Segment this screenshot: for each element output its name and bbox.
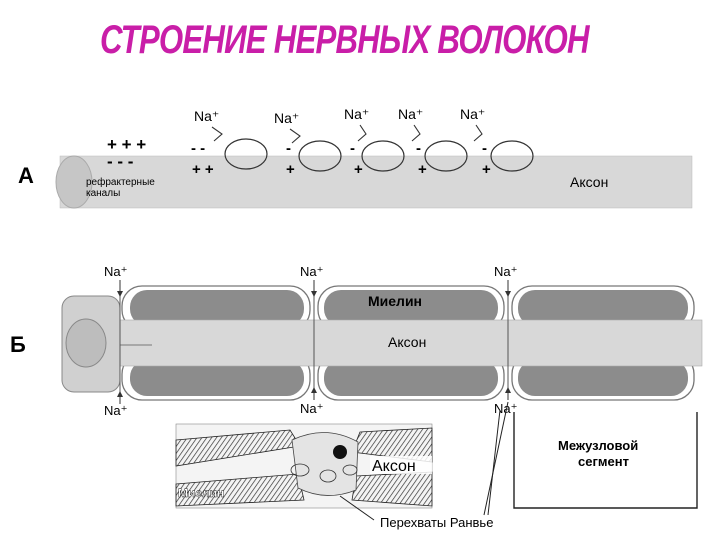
ranvier-pointer-line [487,409,501,516]
myelin-sheath-lower-left [175,473,305,507]
myelin-segment [518,360,688,396]
panel-b-letter: Б [10,332,26,357]
internode-bracket [513,412,698,509]
na-label-b-top: Na⁺ [494,264,517,279]
myelin-segment [324,290,498,326]
panel-a-letter: А [18,163,34,188]
minus-mark: - [350,140,355,157]
internode-label-1: Межузловой [558,438,638,453]
organelle [342,464,358,476]
na-entry-arrow [211,126,223,142]
micrograph-node-of-ranvier: Аксон Миелин Перехваты Ранвье [175,423,493,530]
current-loop [490,140,534,172]
current-loop [361,140,405,172]
label-backdrop [370,456,432,474]
resting-charges-minus: - - - [107,152,133,171]
ranvier-pointer-line [483,401,509,516]
na-label-b-top: Na⁺ [104,264,127,279]
minus-mark: - - [191,140,205,157]
na-entry-arrow [411,124,421,142]
na-entry-arrow [357,124,367,142]
ranvier-nodes-label: Перехваты Ранвье [380,515,493,530]
current-loop [298,140,342,172]
axon-label-b: Аксон [388,334,426,350]
axon-cross-section [65,318,107,368]
na-entry-arrow [473,124,483,142]
minus-mark: - [416,140,421,157]
internode-label-2: сегмент [578,454,629,469]
na-label-a: Na⁺ [194,108,219,124]
myelin-label: Миелин [368,293,422,309]
axon-body-a [59,155,693,209]
na-label-b-bottom: Na⁺ [104,403,127,418]
myelin-segment [518,290,688,326]
axon-end-a [55,155,93,209]
micro-myelin-label: Миелин [178,486,224,500]
current-loop [224,138,268,170]
micro-axon-label: Аксон [372,458,416,475]
minus-mark: - [286,140,291,157]
nucleus-dot [333,445,347,459]
panel-b: Б Миелин Аксон Na⁺ Na⁺ Na⁺ Na⁺ Na⁺ Na⁺ [10,264,703,418]
plus-mark: + [286,161,295,178]
plus-mark: + [354,161,363,178]
internode-segment: Межузловой сегмент [513,412,698,509]
minus-mark: - [482,140,487,157]
plus-mark: + [418,161,427,178]
organelle [319,469,337,483]
panel-a: А + + + - - - рефрактерные каналы Аксон … [18,106,693,209]
axon-label-a: Аксон [570,174,608,190]
resting-charges-plus: + + + [107,135,146,154]
myelin-segment [130,360,304,396]
refractory-channels-label: рефрактерные [86,176,155,188]
na-label-a: Na⁺ [398,106,423,122]
organelle [290,463,310,477]
myelin-segment [324,360,498,396]
page-title: СТРОЕНИЕ НЕРВНЫХ ВОЛОКОН [100,18,590,62]
refractory-channels-label-2: каналы [86,188,120,199]
current-loop [424,140,468,172]
plus-mark: + [482,161,491,178]
na-label-a: Na⁺ [460,106,485,122]
myelin-sheath-lower-right [351,471,433,507]
na-label-a: Na⁺ [344,106,369,122]
axon-body-b [63,319,703,367]
na-label-a: Na⁺ [274,110,299,126]
na-label-b-top: Na⁺ [300,264,323,279]
myelin-segment [130,290,304,326]
ranvier-pointer-line [339,495,375,521]
na-label-b-bottom: Na⁺ [300,401,323,416]
plus-mark: + + [192,161,214,178]
na-entry-arrow [289,128,301,144]
